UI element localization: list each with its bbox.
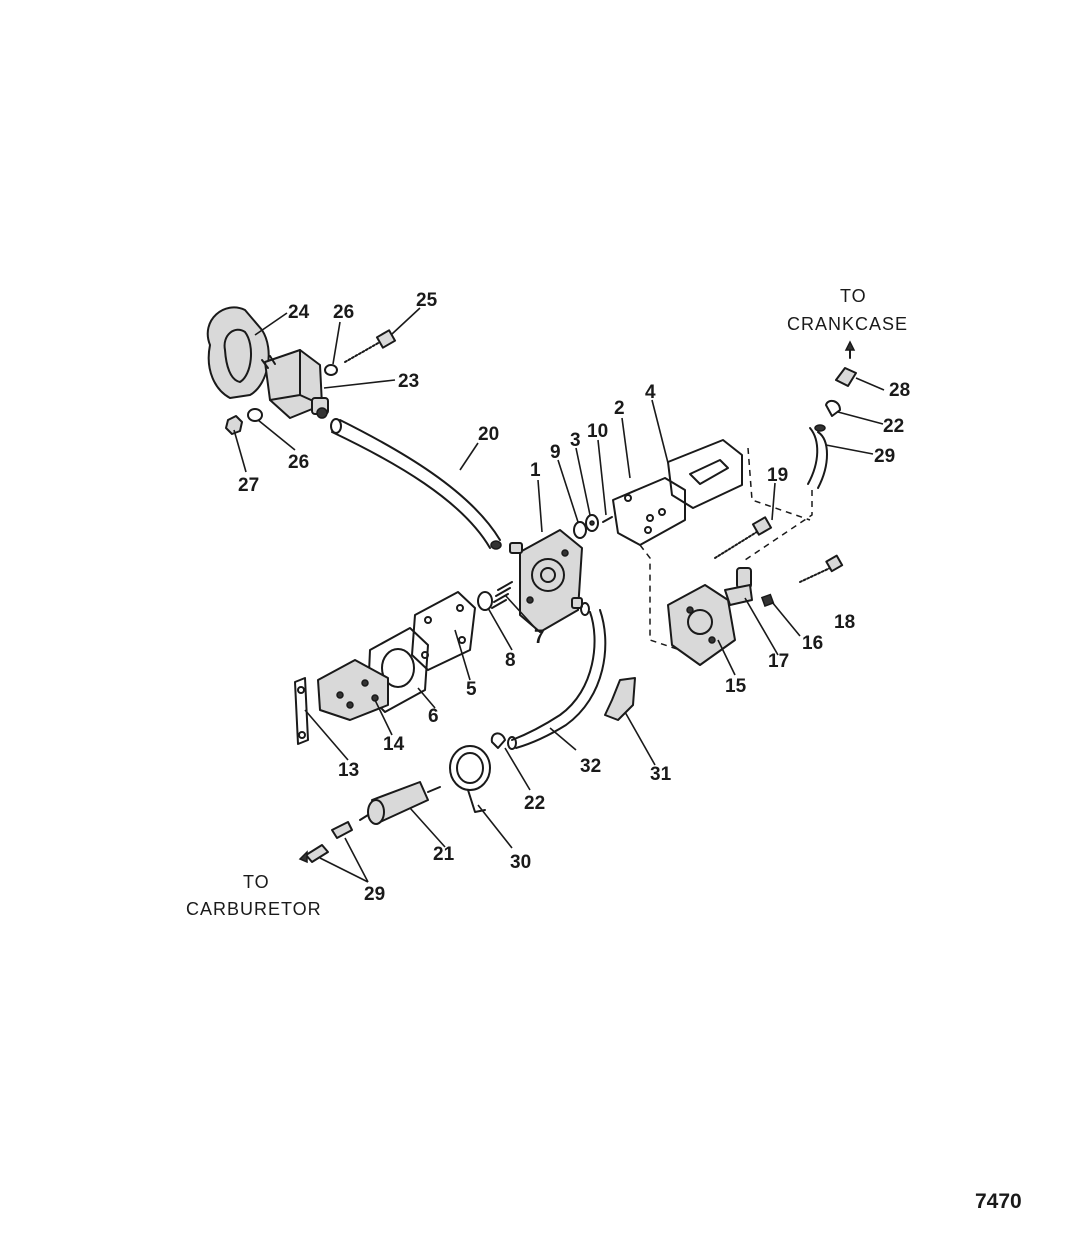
figure-number: 7470 [975,1190,1022,1213]
leader-lines [233,307,885,883]
callout-27: 27 [238,475,259,496]
part-4-gasket [667,439,743,509]
callout-26-upper: 26 [333,302,354,323]
part-22-clamp-upper [825,399,841,417]
callout-14: 14 [383,734,405,755]
assembly-dashline-right [744,490,813,561]
callout-20: 20 [478,424,499,445]
callout-25: 25 [416,290,438,311]
part-26-washer-upper [324,364,338,376]
callout-29-upper: 29 [874,446,895,467]
callout-13: 13 [338,760,359,781]
part-23-solenoid-valve [261,349,329,419]
to-crankcase-line2: CRANKCASE [787,314,908,334]
part-1-fuel-pump-body [509,529,583,633]
part-31-bracket [604,677,636,721]
callout-2: 2 [614,398,625,419]
callout-21: 21 [433,844,455,865]
part-13-plate [294,677,309,745]
part-20-hose [330,418,502,550]
part-19-screw [714,516,773,559]
callout-1: 1 [530,460,541,481]
callout-29-lower: 29 [364,884,385,905]
part-3-washer [585,514,599,532]
part-8-check-valve [477,591,493,611]
callout-15: 15 [725,676,747,697]
part-30-clamp [449,745,491,813]
part-14-pump-cover [317,659,389,721]
callout-23: 23 [398,371,419,392]
part-29-hose-upper [807,424,828,489]
part-32-hose [507,602,607,750]
callout-7: 7 [534,627,545,648]
callout-30: 30 [510,852,531,873]
part-17-elbow-fitting [724,567,753,606]
callout-9: 9 [550,442,561,463]
part-22-clamp-lower [490,732,506,749]
callout-3: 3 [570,430,581,451]
to-crankcase-line1: TO [840,286,867,306]
to-carburetor-line2: CARBURETOR [186,899,322,919]
callout-8: 8 [505,650,516,671]
callout-5: 5 [466,679,477,700]
callout-10: 10 [587,421,608,442]
callout-17: 17 [768,651,789,672]
part-7-spring [491,581,513,609]
part-16-nipple [760,593,775,608]
part-10-screw [602,516,613,523]
part-9-washer [573,521,587,539]
callout-18: 18 [834,612,855,633]
callout-22-lower: 22 [524,793,545,814]
callout-22-upper: 22 [883,416,904,437]
assembly-dashline-upper [639,447,811,651]
part-25-screw [344,329,397,363]
part-15-pump-body [667,584,736,666]
part-26-washer-lower [247,408,263,422]
callout-19: 19 [767,465,788,486]
part-27-nut [225,415,243,435]
callout-4: 4 [645,382,656,403]
part-5-diaphragm [411,591,476,671]
callout-26-lower: 26 [288,452,309,473]
part-24-rubber-mount [206,306,270,399]
callout-32: 32 [580,756,601,777]
part-21-fuel-filter [359,781,441,825]
callout-6: 6 [428,706,439,727]
callout-24: 24 [288,302,310,323]
callout-16: 16 [802,633,823,654]
part-2-plate [612,477,686,546]
part-29-hose-lower [298,821,353,864]
callout-28: 28 [889,380,910,401]
to-carburetor-line1: TO [243,872,270,892]
callout-numbers: 24 26 25 23 26 27 20 1 9 3 10 2 4 7 8 5 … [238,290,910,905]
part-18-screw [799,554,844,583]
part-28-fitting [835,340,857,387]
callout-31: 31 [650,764,672,785]
